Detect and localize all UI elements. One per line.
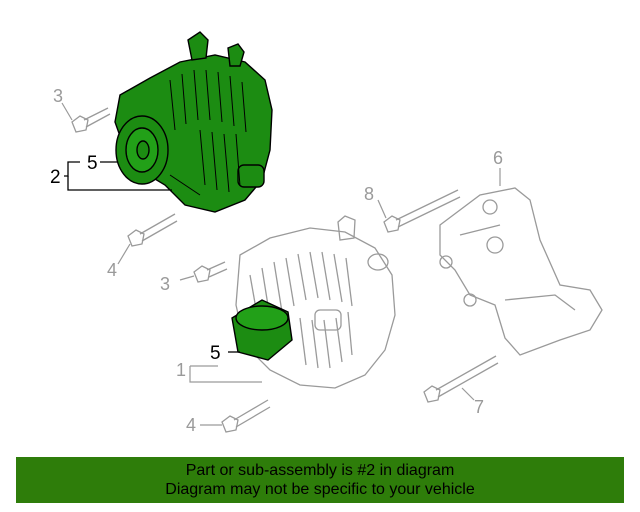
callout-1: 1	[176, 360, 186, 380]
callout-7: 7	[474, 397, 484, 417]
mounting-bracket[interactable]	[439, 187, 603, 356]
bolt-7[interactable]	[423, 355, 499, 403]
bolt-3-mid[interactable]	[193, 261, 228, 283]
callout-5-bottom: 5	[210, 343, 221, 364]
leader-lines-highlight	[64, 161, 240, 353]
callout-2: 2	[50, 167, 61, 188]
callout-4-top: 4	[107, 260, 117, 280]
callout-3-top: 3	[53, 86, 63, 106]
banner-line-1: Part or sub-assembly is #2 in diagram	[185, 462, 455, 479]
callout-3-mid: 3	[160, 274, 170, 294]
callout-6: 6	[493, 148, 503, 168]
leader-lines	[61, 102, 501, 426]
callout-8: 8	[364, 184, 374, 204]
info-banner: Part or sub-assembly is #2 in diagram Di…	[16, 457, 624, 503]
bolt-8[interactable]	[383, 189, 461, 233]
parts-diagram: 3 2 5 4 3 8 6 1 5 7 4	[50, 31, 603, 435]
callout-4-bottom: 4	[186, 415, 196, 435]
bolt-4-bottom[interactable]	[221, 399, 271, 433]
alternator-assembly-highlighted[interactable]	[114, 31, 273, 213]
pulley-highlighted[interactable]	[231, 299, 293, 361]
bolt-4-top[interactable]	[127, 213, 178, 247]
banner-line-2: Diagram may not be specific to your vehi…	[165, 481, 475, 498]
alternator-assembly[interactable]	[235, 215, 396, 389]
callout-5-top: 5	[87, 153, 98, 174]
bolt-3-top[interactable]	[71, 107, 111, 133]
